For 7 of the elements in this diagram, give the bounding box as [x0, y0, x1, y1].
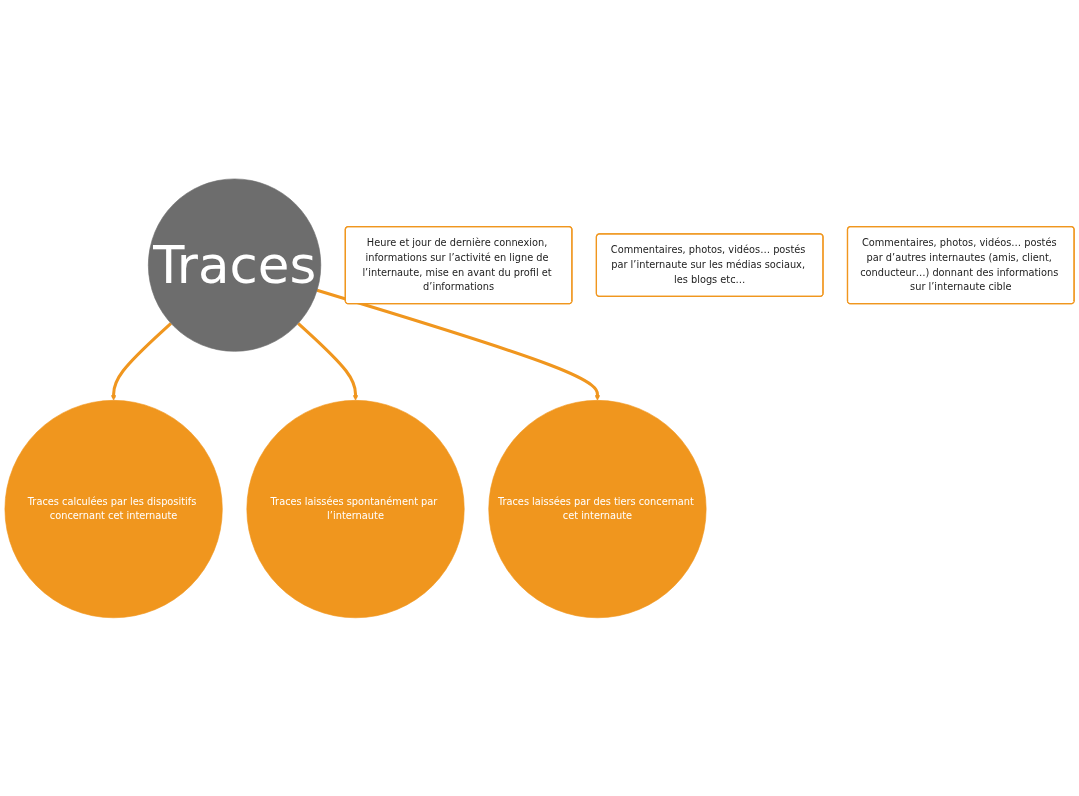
node-circle: Traces laissées par des tiers concernant cet internaute — [488, 399, 707, 618]
node-circle: Traces laissées spontanément par l’internaute — [246, 399, 465, 618]
arrow — [297, 321, 359, 401]
node-circle: Traces — [148, 178, 322, 352]
arrow — [316, 288, 601, 401]
node-circle: Traces calculées par les dispositifs concernant cet internaute — [4, 399, 223, 618]
arrow — [110, 321, 172, 401]
